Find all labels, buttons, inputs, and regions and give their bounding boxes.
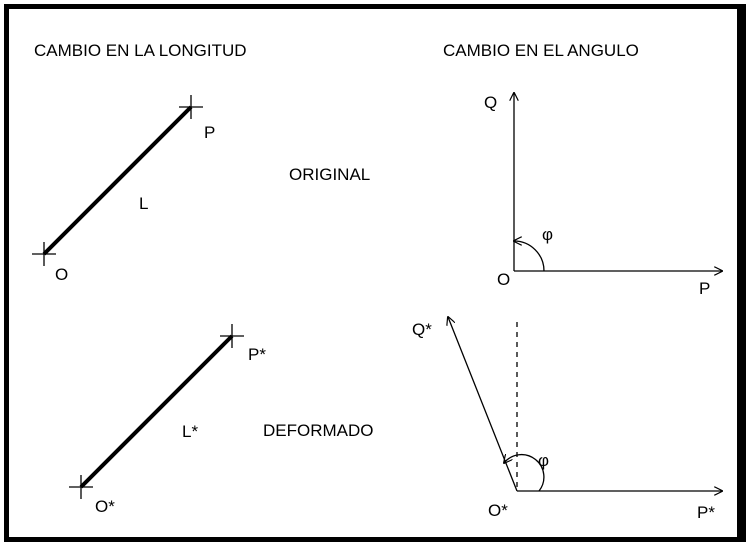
point-label-p: P — [204, 123, 215, 142]
axis-label-p: P — [699, 279, 710, 298]
angle-arc-original — [514, 241, 545, 272]
label-original: ORIGINAL — [289, 165, 370, 184]
point-label-p-star: P* — [248, 345, 266, 364]
heading-angle-change: CAMBIO EN EL ANGULO — [443, 41, 639, 60]
endpoint-cross-p-star — [220, 324, 244, 348]
origin-label-o-star: O* — [488, 501, 508, 520]
endpoint-cross-p — [179, 95, 203, 119]
length-label-l: L — [139, 194, 148, 213]
angle-label-phi: φ — [542, 225, 553, 244]
axis-label-q-star: Q* — [412, 320, 432, 339]
origin-label-o: O — [497, 270, 510, 289]
segment-original: O P L — [32, 95, 215, 284]
diagram-frame — [4, 4, 746, 542]
axis-label-p-star: P* — [697, 503, 715, 522]
segment-line-deformed — [79, 334, 234, 489]
angle-original: O P Q φ — [484, 93, 722, 298]
length-label-l-star: L* — [182, 422, 198, 441]
endpoint-cross-o-star — [69, 475, 93, 499]
segment-deformed: O* P* L* — [69, 324, 266, 516]
point-label-o: O — [55, 265, 68, 284]
angle-label-phi-deformed: φ — [538, 451, 549, 470]
angle-deformed: O* P* Q* φ — [412, 317, 722, 522]
axis-label-q: Q — [484, 93, 497, 112]
axis-q-star-arrow — [448, 317, 518, 492]
endpoint-cross-o — [32, 242, 56, 266]
angle-arc-deformed — [504, 455, 545, 492]
label-deformed: DEFORMADO — [263, 421, 374, 440]
segment-line-original — [42, 105, 193, 256]
point-label-o-star: O* — [95, 497, 115, 516]
heading-length-change: CAMBIO EN LA LONGITUD — [34, 41, 247, 60]
